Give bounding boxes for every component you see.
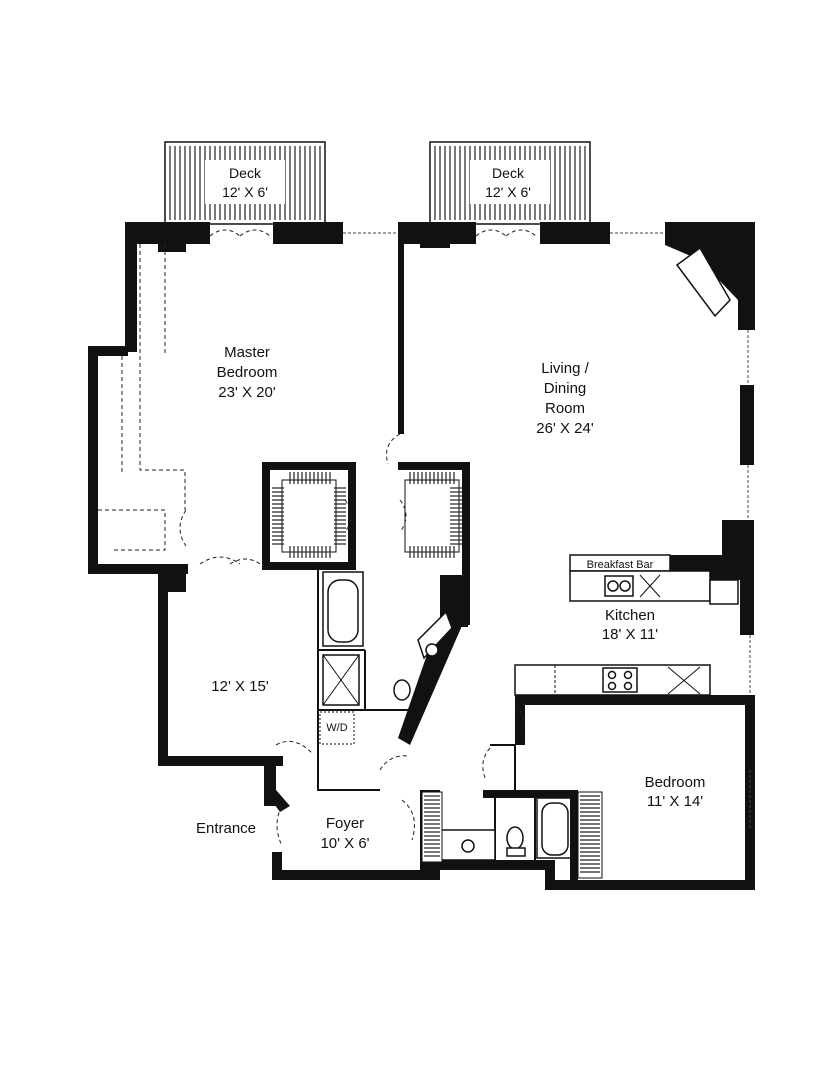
foyer-name: Foyer [326, 815, 364, 832]
master-bath [317, 570, 468, 791]
washer-dryer-label: W/D [326, 722, 347, 734]
breakfast-bar-label: Breakfast Bar [587, 559, 654, 571]
living-size: 26' X 24' [536, 420, 594, 437]
master-bedroom-line2: Bedroom [217, 364, 278, 381]
entrance-label: Entrance [196, 820, 256, 837]
kitchen-name: Kitchen [605, 607, 655, 624]
deck-right-name: Deck [492, 165, 525, 181]
deck-left-name: Deck [229, 165, 262, 181]
door-swings [179, 229, 537, 847]
walk-in-closet-left [262, 462, 356, 570]
windows [343, 232, 751, 830]
master-bedroom-size: 23' X 20' [218, 384, 276, 401]
bedroom-size: 11' X 14' [647, 793, 703, 810]
kitchen-counters [514, 554, 739, 696]
living-line1: Living / [541, 360, 589, 377]
secondary-bath [439, 744, 578, 890]
deck-right-size: 12' X 6' [485, 184, 531, 200]
foyer-size: 10' X 6' [320, 835, 369, 852]
living-line3: Room [545, 400, 585, 417]
hall-closets [421, 791, 603, 879]
living-line2: Dining [544, 380, 587, 397]
deck-left [164, 141, 326, 225]
walk-in-closet-right [398, 462, 470, 627]
master-closet-outlines [98, 244, 186, 551]
deck-right [429, 141, 591, 225]
bedroom-name: Bedroom [645, 774, 706, 791]
room-labels: Deck 12' X 6' Deck 12' X 6' Master Bedro… [196, 165, 705, 852]
second-room-size: 12' X 15' [211, 678, 269, 695]
master-bedroom-line1: Master [224, 344, 270, 361]
fireplace [675, 246, 731, 318]
kitchen-size: 18' X 11' [602, 626, 658, 643]
deck-left-size: 12' X 6' [222, 184, 268, 200]
